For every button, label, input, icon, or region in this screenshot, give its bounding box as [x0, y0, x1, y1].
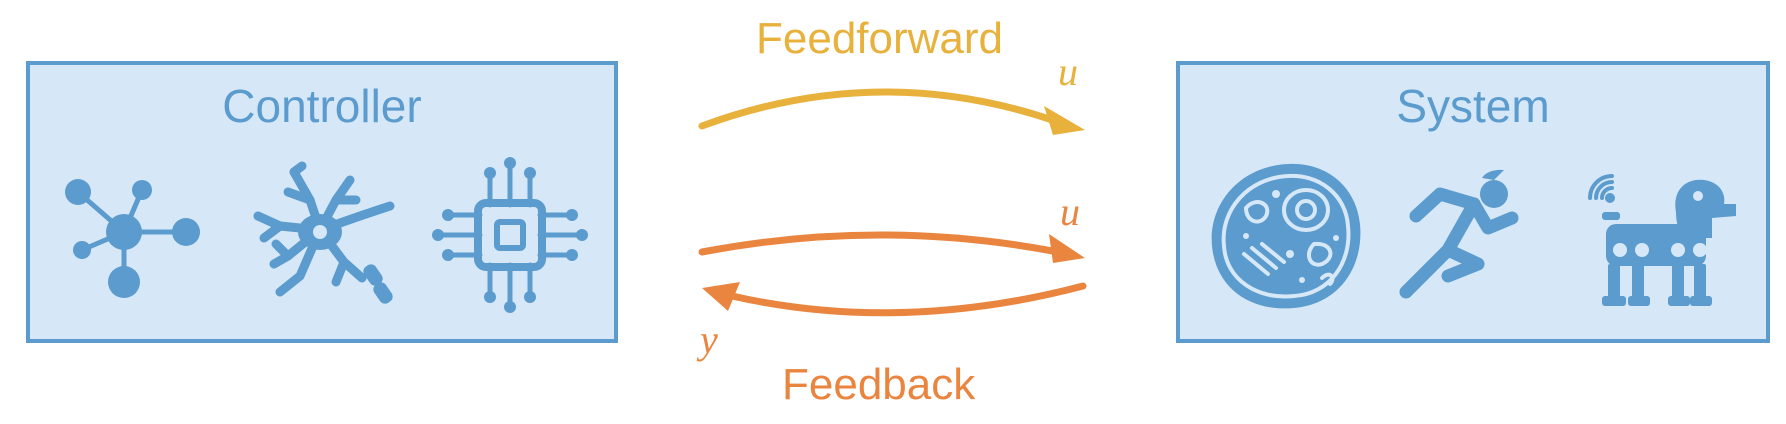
feedback-forward-arrowhead	[1049, 234, 1085, 263]
graph-network-icon	[65, 179, 200, 298]
system-title: System	[1396, 80, 1550, 132]
feedback-return-arrow	[728, 282, 1087, 317]
feedforward-label: Feedforward	[756, 14, 1004, 63]
feedback-return-signal-label: y	[700, 317, 718, 362]
cpu-chip-icon	[432, 157, 588, 313]
feedback-forward-signal-label: u	[1060, 189, 1080, 234]
robot-dog-icon	[1588, 174, 1736, 306]
neuron-icon	[253, 161, 395, 304]
feedforward-arrow	[698, 88, 1062, 130]
feedforward-signal-label: u	[1058, 49, 1078, 94]
runner-icon	[1399, 169, 1519, 299]
feedforward-arrowhead	[1044, 106, 1085, 135]
feedback-return-arrowhead	[702, 282, 740, 311]
feedback-label: Feedback	[782, 360, 976, 409]
feedback-forward-arrow	[698, 231, 1062, 256]
cell-icon	[1211, 163, 1361, 309]
controller-title: Controller	[222, 80, 422, 132]
